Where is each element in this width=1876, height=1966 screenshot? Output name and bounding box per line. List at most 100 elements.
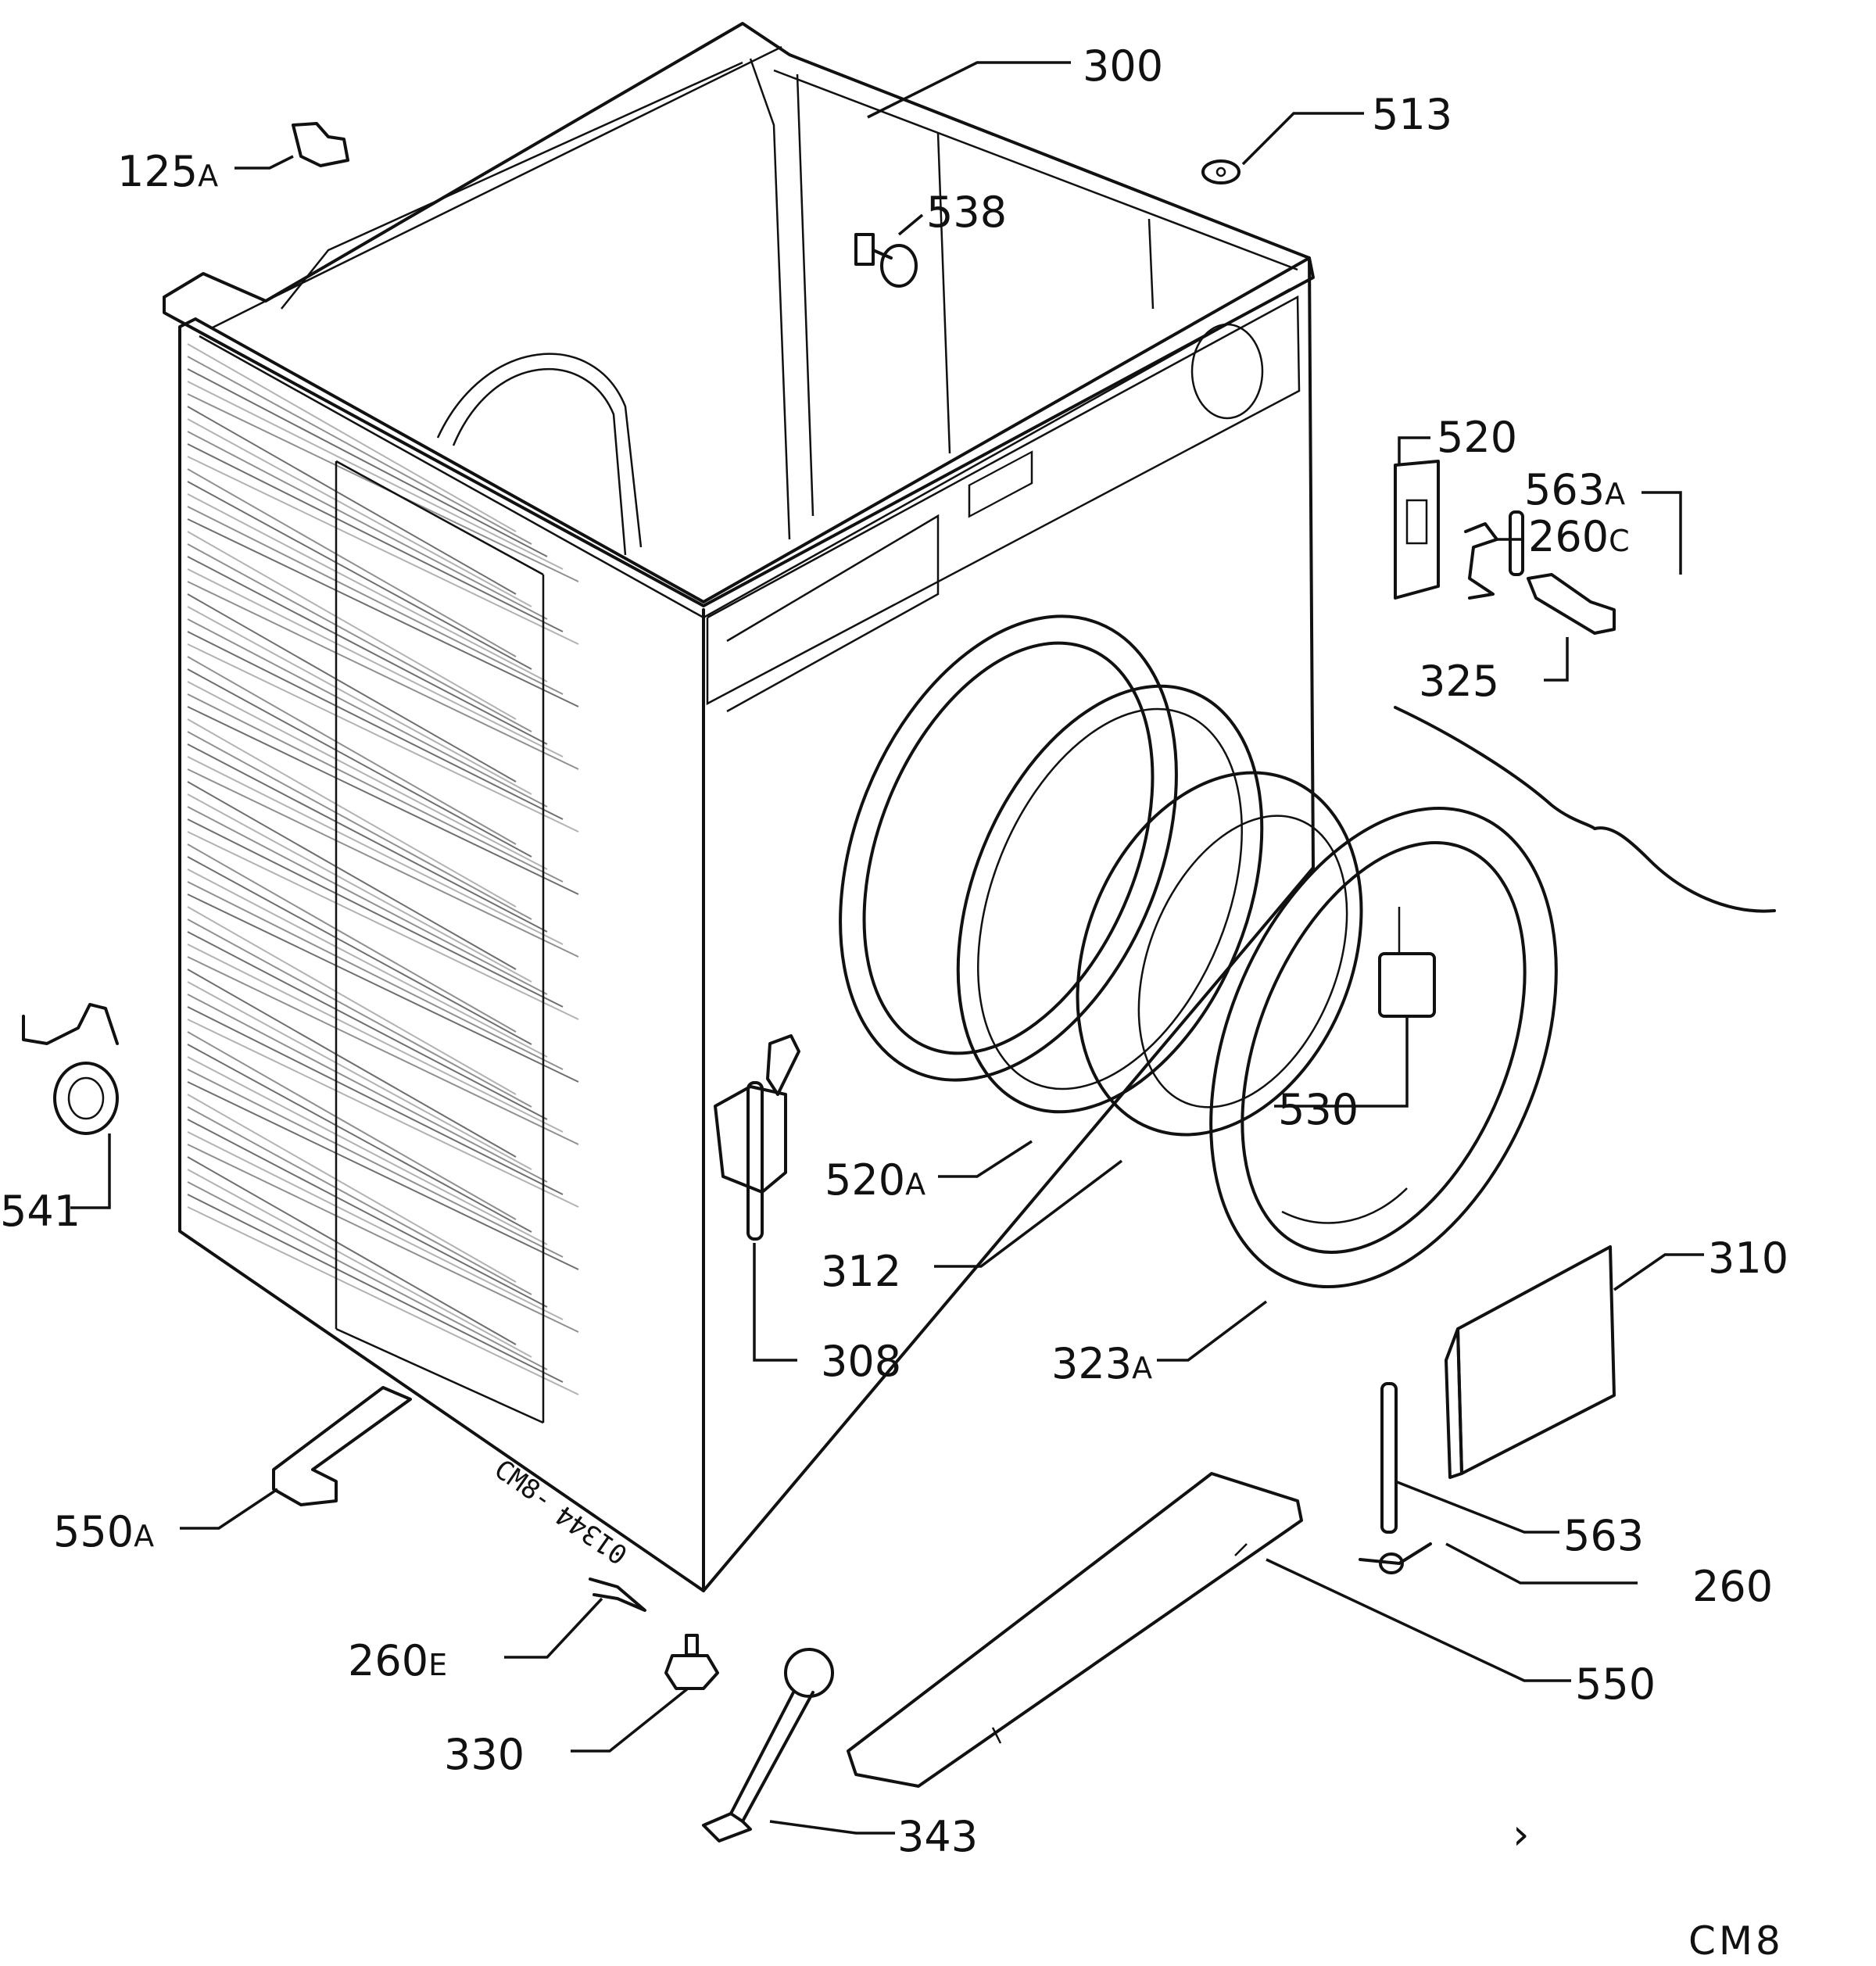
label-308: 308: [821, 1337, 901, 1386]
hatch-line: [187, 1169, 532, 1358]
knob-plug-538: [854, 233, 918, 288]
lock-bracket-125A: [292, 122, 349, 167]
hatch-line: [187, 343, 517, 532]
drawing-stamp: CM8- 01344: [489, 1454, 634, 1570]
hatch-line: [187, 868, 548, 1058]
label-300: 300: [1083, 41, 1163, 91]
hatch-line: [187, 556, 548, 745]
label-513: 513: [1372, 90, 1452, 139]
cabinet-body-300: [163, 22, 1315, 1592]
hatch-line: [187, 1194, 564, 1383]
hatch-line: [187, 1144, 579, 1333]
spring-clip-260C: [1464, 522, 1498, 600]
label-538: 538: [926, 188, 1007, 237]
hatch-line: [187, 793, 532, 983]
hatch-line: [187, 643, 579, 833]
hatch-line: [187, 531, 517, 720]
cabinet-side-hatching: [187, 343, 579, 1395]
hatch-line: [187, 631, 564, 820]
hatch-line: [187, 1119, 548, 1308]
drawing-code: CM8: [1688, 1918, 1784, 1964]
hatch-line: [187, 381, 564, 570]
brace-bracket: [1394, 706, 1776, 913]
door-gasket-312: [956, 684, 1264, 1114]
hatch-line: [187, 919, 532, 1108]
hatch-line: [187, 1044, 532, 1233]
label-550: 550: [1575, 1660, 1656, 1709]
hatch-line: [187, 431, 548, 620]
hatch-line: [187, 518, 579, 707]
hatch-line: [187, 418, 532, 607]
label-260E: 260E: [348, 1636, 447, 1685]
leader-lines: [70, 61, 1704, 1835]
hatch-line: [187, 756, 564, 945]
hatch-line: [187, 1094, 517, 1283]
hatch-line: [187, 1131, 564, 1320]
hatch-line: [187, 568, 564, 757]
hatch-line: [187, 681, 548, 870]
door-handle-530: [1378, 907, 1436, 1018]
hatch-line: [187, 593, 517, 782]
hatch-line: [187, 856, 532, 1045]
hatch-line: [187, 456, 579, 645]
hatch-line: [187, 969, 517, 1158]
hatch-line: [187, 881, 564, 1070]
hatch-line: [187, 668, 532, 858]
label-310: 310: [1708, 1234, 1788, 1283]
door-frame-323A: [1209, 806, 1558, 1289]
stamp-prefix: CM8-: [489, 1454, 559, 1517]
kickplate-550: [847, 1472, 1303, 1788]
label-323A: 323A: [1051, 1339, 1152, 1388]
hatch-line: [187, 731, 532, 920]
hatch-line: [187, 468, 517, 657]
label-260C: 260C: [1528, 512, 1630, 561]
label-125A: 125A: [117, 147, 218, 196]
hinge-308: [714, 1034, 800, 1241]
hatch-line: [187, 893, 579, 1083]
label-325: 325: [1419, 657, 1499, 706]
hatch-line: [187, 1206, 579, 1395]
label-520: 520: [1437, 413, 1517, 462]
label-520A: 520A: [825, 1155, 925, 1205]
hatch-line: [187, 768, 579, 958]
hatch-line: [187, 1019, 579, 1208]
hatch-line: [187, 781, 517, 970]
hatch-line: [187, 931, 548, 1120]
support-strip-550A: [272, 1386, 412, 1506]
hatch-line: [187, 1031, 517, 1220]
label-530: 530: [1278, 1085, 1359, 1134]
pin-563A: [1509, 510, 1524, 576]
hatch-line: [187, 956, 579, 1145]
hatch-line: [187, 718, 517, 908]
hatch-line: [187, 806, 548, 995]
cap-513: [1201, 159, 1241, 184]
hatch-line: [187, 481, 532, 670]
hatch-line: [187, 656, 517, 845]
spring-260: [1359, 1542, 1432, 1574]
filter-cover-310: [1445, 1245, 1616, 1479]
label-563A: 563A: [1524, 465, 1625, 514]
hatch-line: [187, 843, 517, 1033]
label-312: 312: [821, 1247, 901, 1296]
lever-325: [1527, 573, 1616, 635]
hatch-line: [187, 743, 548, 933]
hatch-line: [187, 368, 548, 557]
label-550A: 550A: [53, 1507, 154, 1556]
hatch-line: [187, 981, 532, 1170]
wrench-343: [702, 1648, 834, 1842]
hatch-line: [187, 1081, 579, 1270]
hatch-line: [187, 906, 517, 1095]
lock-plate-520: [1394, 460, 1440, 600]
hatch-line: [187, 994, 548, 1183]
hatch-line: [187, 606, 532, 795]
label-260: 260: [1692, 1562, 1773, 1611]
hatch-line: [187, 1156, 517, 1345]
clip-260E: [589, 1577, 646, 1612]
door-opening-ring-520A: [839, 614, 1178, 1082]
hatch-line: [187, 443, 564, 632]
stray-mark: ›: [1513, 1810, 1530, 1859]
label-541: 541: [0, 1187, 81, 1236]
hatch-line: [187, 543, 532, 732]
hatch-line: [187, 1181, 548, 1370]
